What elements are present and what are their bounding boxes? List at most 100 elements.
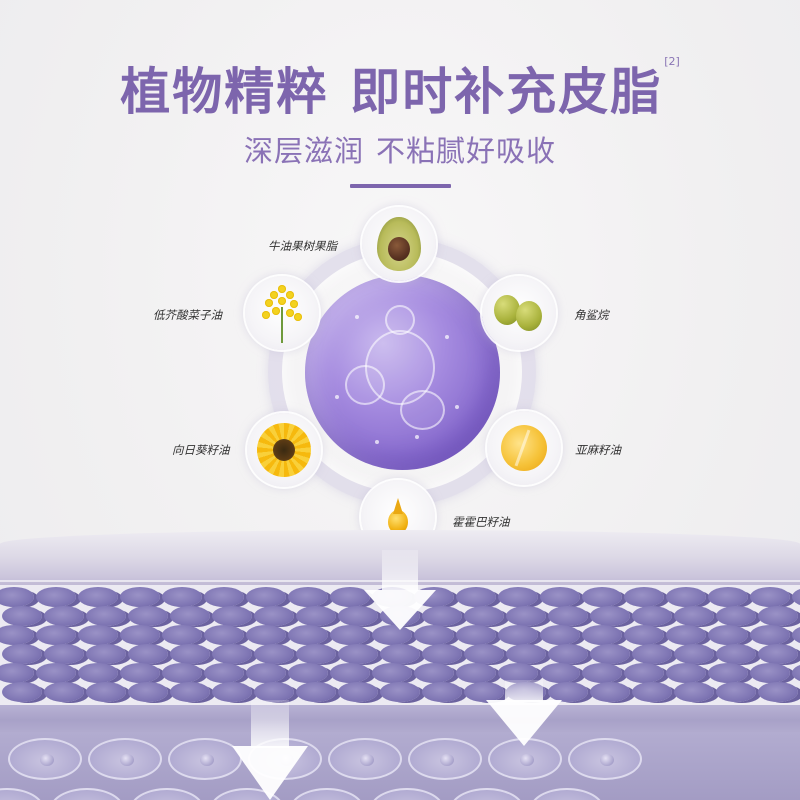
lipid-cell [422,644,462,664]
lipid-cell [624,663,664,683]
lipid-cell [78,625,118,645]
basal-cell [568,738,642,780]
lipid-cell [128,682,168,702]
lipid-cell [212,644,252,664]
lipid-cell [170,644,210,664]
lipid-cell [414,663,454,683]
footnote-marker: [2] [664,55,680,69]
lipid-cell [86,682,126,702]
lipid-cell [288,625,328,645]
basal-cell [0,788,44,800]
lipid-cell [246,625,286,645]
lipid-cell [548,606,588,626]
lipid-cell [674,682,714,702]
ingredient-label: 霍霍巴籽油 [452,515,510,529]
olive-icon [492,291,546,335]
lipid-cell [78,587,118,607]
lipid-cell [120,663,160,683]
lipid-cell [498,663,538,683]
lipid-cell [582,625,622,645]
headline-part-2: 即时补充皮脂 [350,63,663,121]
lipid-cell [296,644,336,664]
lipid-cell [422,682,462,702]
lipid-cell [590,606,630,626]
lipid-cell [632,682,672,702]
subheadline-part-2: 不粘腻好吸收 [376,134,557,168]
lipid-cell [204,625,244,645]
ingredient-squalane [482,276,556,350]
ingredient-label: 牛油果树果脂 [268,239,337,253]
lipid-cell [204,587,244,607]
lipid-cell [590,682,630,702]
lipid-cell [372,625,412,645]
lipid-cell [86,606,126,626]
lipid-cell [750,625,790,645]
lipid-cell [162,663,202,683]
lipid-cell [170,606,210,626]
lipid-cell [464,606,504,626]
lipid-cell [716,682,756,702]
lipid-cell [716,644,756,664]
lipid-cell [338,644,378,664]
lipid-cell [288,663,328,683]
lipid-cell [456,587,496,607]
lipid-cell [78,663,118,683]
lipid-cell [128,644,168,664]
lipid-cell [540,625,580,645]
lipid-cell [548,644,588,664]
lipid-cell [254,644,294,664]
ingredient-label: 向日葵籽油 [172,443,230,457]
lipid-cell [162,587,202,607]
skin-basal-layer [0,732,800,800]
lipid-cell [632,606,672,626]
lipid-cell [498,625,538,645]
lipid-cell [36,625,76,645]
lipid-cell [708,587,748,607]
lipid-cell [380,682,420,702]
basal-cell [88,738,162,780]
skin-mid-layer [0,705,800,735]
down-arrow-icon [232,700,308,800]
lipid-cell [246,663,286,683]
lipid-cell [36,663,76,683]
lipid-cell [758,644,798,664]
headline: 植物精粹即时补充皮脂[2] [0,52,800,124]
lipid-cell [204,663,244,683]
lipid-cell [464,644,504,664]
subheadline-part-1: 深层滋润 [243,134,364,168]
lipid-cell [2,644,42,664]
ingredient-flaxseed-oil [487,411,561,485]
lipid-cell [36,587,76,607]
headline-part-1: 植物精粹 [120,63,329,121]
basal-cell [168,738,242,780]
lipid-cell [792,663,800,683]
lipid-cell [44,644,84,664]
lipid-cell [666,587,706,607]
lipid-cell [582,663,622,683]
lipid-cell [456,663,496,683]
lipid-cell [582,587,622,607]
avocado-icon [377,217,421,271]
lipid-cell [128,606,168,626]
lipid-cell [86,644,126,664]
lipid-cell [548,682,588,702]
down-arrow-icon [486,680,562,760]
lipid-cell [44,682,84,702]
lipid-cell [2,606,42,626]
lipid-cell [296,606,336,626]
ingredient-rapeseed-oil [245,276,319,350]
lipid-cell [758,682,798,702]
basal-cell [328,738,402,780]
lipid-cell [716,606,756,626]
basal-cell [408,738,482,780]
lipid-cell [330,625,370,645]
lipid-cell [456,625,496,645]
lipid-cell [170,682,210,702]
lipid-cell [120,587,160,607]
ingredient-label: 低芥酸菜子油 [153,308,222,322]
lipid-cell [506,606,546,626]
ingredient-label: 亚麻籽油 [575,443,621,457]
lipid-cell [590,644,630,664]
lipid-cell [414,625,454,645]
lipid-cell [120,625,160,645]
